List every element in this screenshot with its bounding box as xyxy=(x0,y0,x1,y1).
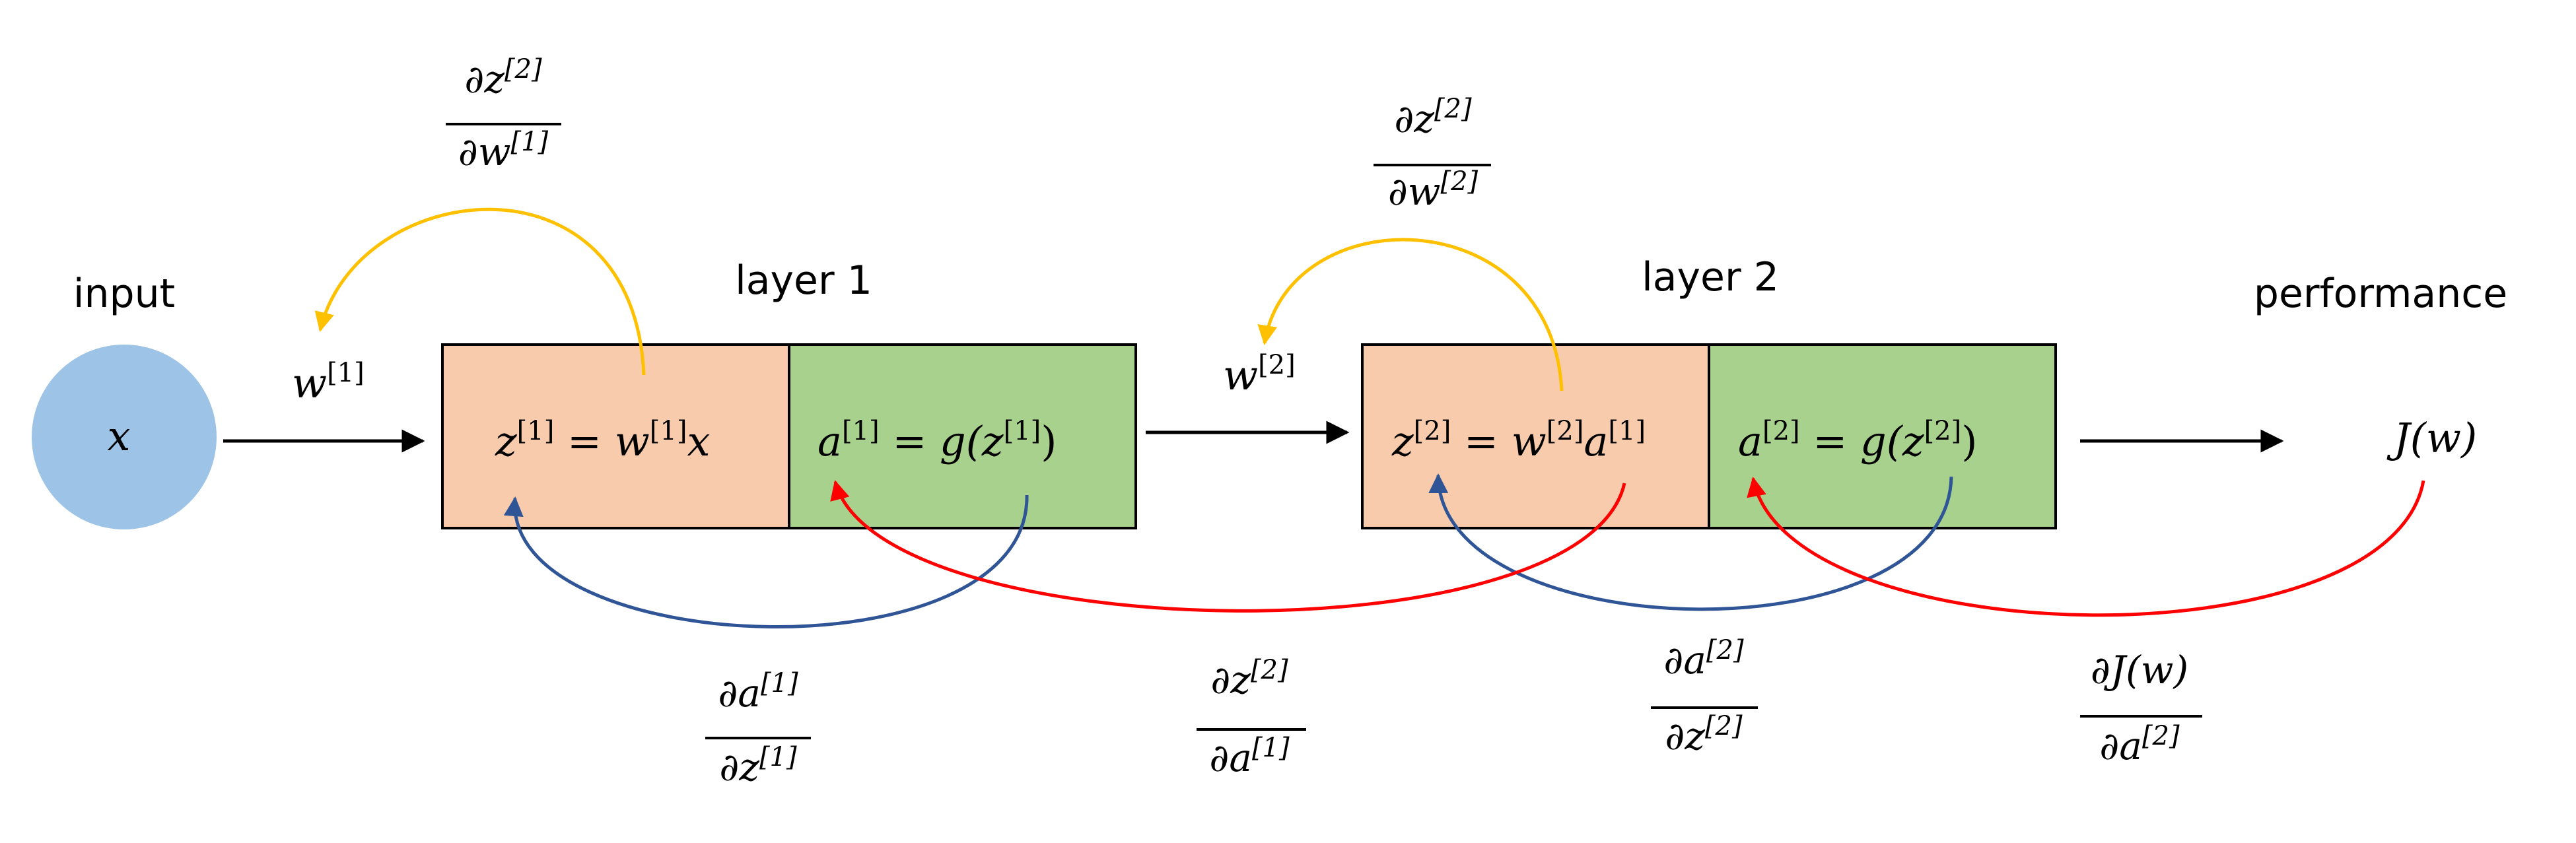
frac-da1-dz1: ∂a[1] ∂z[1] xyxy=(705,668,811,790)
svg-text:∂a[2]: ∂a[2] xyxy=(1663,635,1744,683)
label-performance: performance xyxy=(2254,271,2507,317)
arc-blue-da1-dz1 xyxy=(503,494,1029,628)
arc-blue-da2-dz2 xyxy=(1428,473,1953,611)
layer2-a-box xyxy=(1708,343,2057,529)
weight-w2-label: w[2] xyxy=(1223,350,1296,399)
layer2-z-box xyxy=(1361,343,1710,529)
arc-red-dz2-da1 xyxy=(830,480,1626,613)
svg-text:∂z[2]: ∂z[2] xyxy=(1665,711,1743,759)
frac-dz2-da1: ∂z[2] ∂a[1] xyxy=(1197,655,1306,780)
weight-w1-label: w[1] xyxy=(292,358,365,407)
layer1-z-equation: z[1] = w[1]x xyxy=(495,416,710,465)
arc-red-dJ-da2 xyxy=(1747,477,2425,617)
svg-text:∂z[2]: ∂z[2] xyxy=(1394,94,1472,141)
svg-text:∂z[2]: ∂z[2] xyxy=(464,54,542,102)
svg-text:∂a[1]: ∂a[1] xyxy=(718,668,798,716)
output-J-w: J(w) xyxy=(2386,414,2477,462)
svg-text:∂w[1]: ∂w[1] xyxy=(458,127,549,174)
arc-orange-dz2-dw1 xyxy=(314,207,646,376)
svg-text:∂z[1]: ∂z[1] xyxy=(719,742,797,790)
svg-text:∂a[2]: ∂a[2] xyxy=(2099,721,2180,768)
frac-dz2-dw1: ∂z[2] ∂w[1] xyxy=(446,54,561,174)
frac-da2-dz2: ∂a[2] ∂z[2] xyxy=(1651,635,1758,759)
input-node xyxy=(32,345,217,529)
layer1-z-box xyxy=(441,343,790,529)
layer1-a-equation: a[1] = g(z[1]) xyxy=(818,416,1057,465)
label-input: input xyxy=(73,271,175,317)
label-layer-2: layer 2 xyxy=(1642,254,1779,300)
svg-text:∂z[2]: ∂z[2] xyxy=(1210,655,1288,702)
frac-dz2-dw2: ∂z[2] ∂w[2] xyxy=(1374,94,1491,214)
layer2-z-equation: z[2] = w[2]a[1] xyxy=(1391,416,1646,465)
frac-dJ-da2: ∂J(w) ∂a[2] xyxy=(2080,648,2202,768)
svg-text:∂J(w): ∂J(w) xyxy=(2091,648,2188,692)
input-symbol: x xyxy=(108,412,131,460)
label-layer-1: layer 1 xyxy=(735,257,872,304)
svg-text:∂w[2]: ∂w[2] xyxy=(1388,166,1479,214)
layer2-a-equation: a[2] = g(z[2]) xyxy=(1738,416,1977,465)
arc-orange-dz2-dw2 xyxy=(1257,238,1564,391)
svg-text:∂a[1]: ∂a[1] xyxy=(1209,733,1290,780)
